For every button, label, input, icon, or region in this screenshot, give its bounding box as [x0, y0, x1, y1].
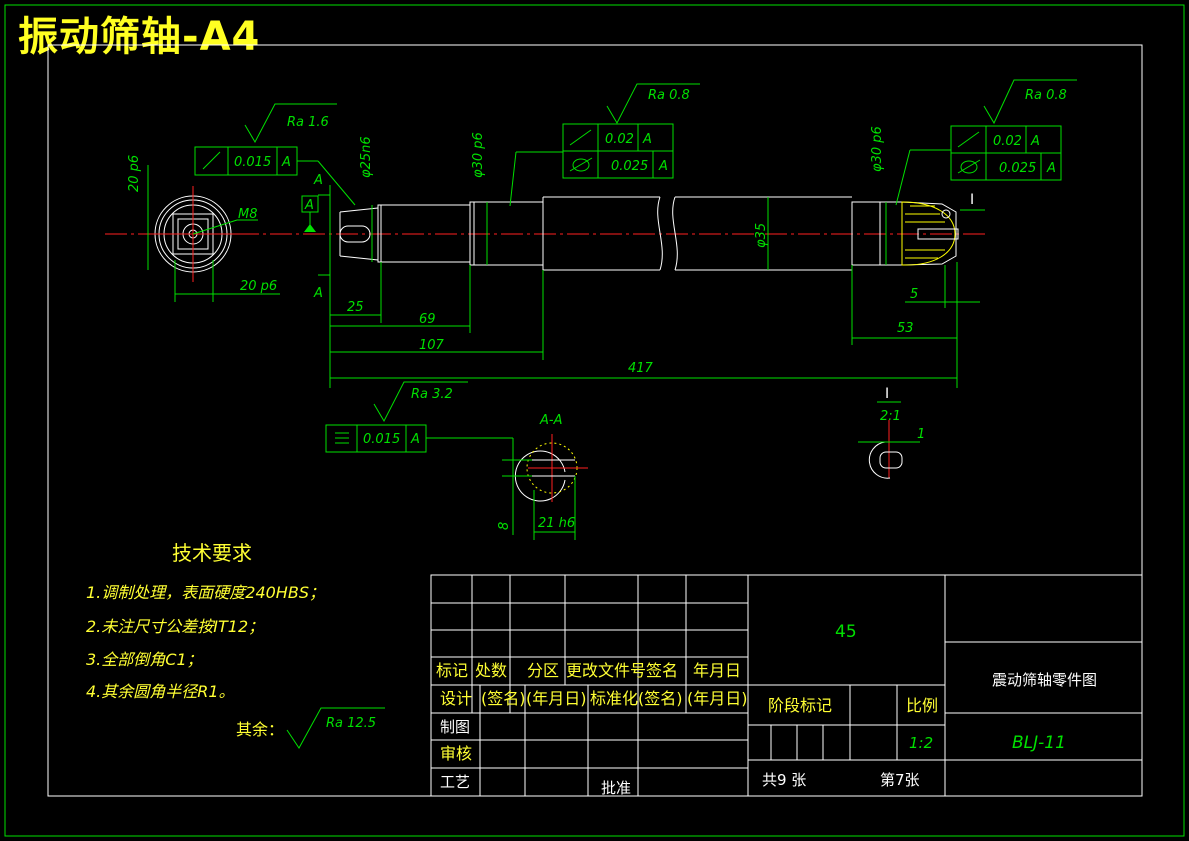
dim-20p6-vertical: 20 p6 [127, 155, 142, 192]
tb-design-6: (年月日) [687, 689, 748, 708]
detail-mark-i: I [970, 192, 974, 208]
dim-phi25: φ25n6 [359, 136, 374, 178]
length-dimensions [329, 262, 980, 388]
tol-keyway-value: 0.015 [363, 432, 400, 447]
title-block [430, 574, 1143, 797]
dim-1: 1 [917, 427, 925, 442]
shaft-outline [339, 196, 959, 271]
tol-right2-value: 0.025 [999, 161, 1036, 176]
ra-left: Ra 1.6 [287, 115, 329, 130]
tb-header-4: 更改文件号 [566, 661, 646, 680]
tb-stage-label: 阶段标记 [768, 696, 832, 715]
tech-item-4: 4.其余圆角半径R1。 [86, 682, 235, 701]
tech-heading: 技术要求 [172, 541, 252, 565]
tech-item-3: 3.全部倒角C1； [86, 650, 203, 669]
dim-phi30a: φ30 p6 [471, 132, 486, 178]
datum-a-label: A [304, 198, 314, 213]
dim-m8: M8 [238, 207, 258, 222]
tb-drawing-name: 震动筛轴零件图 [992, 671, 1097, 689]
tb-scale-label: 比例 [906, 696, 938, 715]
tb-header-1: 标记 [436, 661, 468, 680]
section-a-bottom: A [313, 286, 323, 301]
dim-20p6-horizontal: 20 p6 [240, 279, 277, 294]
detail-scale: 2:1 [880, 409, 901, 424]
tol-mid1-value: 0.02 [605, 132, 634, 147]
tech-item-2: 2.未注尺寸公差按IT12； [86, 617, 264, 636]
tol-right1-datum: A [1030, 134, 1040, 149]
tol-frame-right [910, 79, 1077, 181]
detail-i [858, 401, 920, 479]
tol-frame-mid [516, 83, 700, 179]
dim-53: 53 [897, 321, 914, 336]
outer-border [4, 4, 1185, 837]
ra-mid: Ra 0.8 [648, 88, 690, 103]
tb-header-6: 年月日 [693, 661, 741, 680]
dim-69: 69 [419, 312, 436, 327]
tol-mid1-datum: A [642, 132, 652, 147]
dim-phi35: φ35 [754, 223, 769, 248]
tb-design-4: 标准化 [590, 689, 638, 708]
end-view [140, 165, 280, 302]
tol-mid2-datum: A [658, 159, 668, 174]
tol-right2-datum: A [1046, 161, 1056, 176]
tol-right1-value: 0.02 [993, 134, 1022, 149]
tb-header-5: 签名 [646, 661, 678, 680]
ra-right: Ra 0.8 [1025, 88, 1067, 103]
tb-sheet-no: 第7张 [880, 771, 920, 789]
dim-8: 8 [497, 522, 512, 530]
detail-title: I [885, 386, 889, 402]
tb-checked: 审核 [440, 744, 472, 763]
section-a-top: A [313, 173, 323, 188]
tb-design-2: (签名) [481, 689, 526, 708]
tol-left-value: 0.015 [234, 155, 271, 170]
dim-417: 417 [628, 361, 654, 376]
datum-a-marker [301, 185, 331, 276]
tb-material: 45 [835, 622, 857, 642]
tb-header-2: 处数 [475, 661, 507, 680]
tol-left-datum: A [281, 155, 291, 170]
dim-5: 5 [910, 287, 918, 302]
dim-21h6: 21 h6 [538, 516, 575, 531]
ra-keyway: Ra 3.2 [411, 387, 453, 402]
dim-25: 25 [347, 300, 364, 315]
ra-rest: Ra 12.5 [326, 716, 376, 731]
tb-drawing-no: BLJ-11 [1012, 733, 1066, 753]
tb-sheets-total: 共9 张 [762, 771, 806, 789]
dim-107: 107 [419, 338, 445, 353]
tb-process: 工艺 [440, 773, 470, 791]
tb-design-5: (签名) [638, 689, 683, 708]
tb-design-1: 设计 [440, 689, 472, 708]
tol-mid2-value: 0.025 [611, 159, 648, 174]
tol-frame-left [194, 103, 356, 206]
page-title: 振动筛轴-A4 [18, 14, 261, 60]
section-aa [502, 434, 588, 540]
dim-phi30b: φ30 p6 [870, 126, 885, 172]
section-aa-title: A-A [539, 413, 562, 428]
tb-scale-value: 1:2 [909, 734, 933, 752]
tb-approved: 批准 [601, 779, 631, 797]
rest-roughness-symbol [286, 707, 385, 749]
tb-drawn: 制图 [440, 718, 470, 736]
rest-label: 其余： [236, 720, 284, 739]
tb-header-3: 分区 [527, 661, 559, 680]
tb-design-3: (年月日) [526, 689, 587, 708]
tol-keyway-datum: A [410, 432, 420, 447]
tech-item-1: 1.调制处理，表面硬度240HBS； [86, 583, 325, 602]
